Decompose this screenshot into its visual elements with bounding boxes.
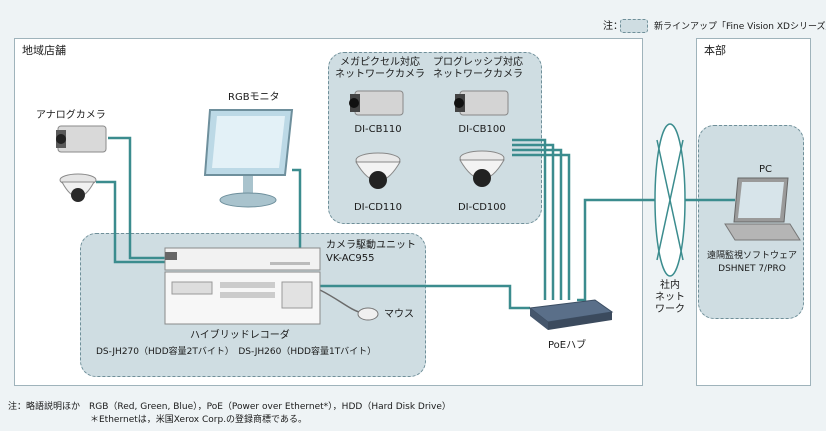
mouse-label: マウス — [384, 309, 414, 320]
analog-camera-line-2 — [96, 180, 168, 264]
cam-line-1 — [512, 138, 547, 300]
poe-hub-icon — [528, 299, 614, 330]
network-label: 社内 ネット ワーク — [655, 280, 685, 315]
analog-camera-line-1 — [108, 136, 168, 260]
network-shape — [654, 123, 686, 277]
cam-line-3 — [512, 148, 563, 300]
footnote-line-2: ＊Ethernetは，米国Xerox Corp.の登録商標である。 — [90, 415, 307, 425]
mega-dome-camera-icon — [355, 152, 401, 189]
footnote-line-1: 注：略語説明ほか RGB（Red, Green, Blue），PoE（Power… — [8, 402, 451, 412]
hub-network-line — [577, 198, 655, 302]
mouse-icon — [357, 307, 379, 321]
legend-swatch — [620, 19, 648, 33]
hybrid-recorder-icon — [164, 271, 321, 325]
cam-label-cd110: DI-CD110 — [353, 202, 403, 213]
store-title: 地域店舗 — [22, 44, 66, 57]
pc-laptop-icon — [724, 177, 801, 241]
prog-camera-label: プログレッシブ対応 ネットワークカメラ — [433, 57, 523, 80]
camera-unit-icon — [164, 247, 321, 271]
software-label: 遠隔監視ソフトウェア — [706, 251, 798, 261]
unit-model: VK-AC955 — [326, 253, 375, 264]
legend-prefix: 注： — [603, 21, 623, 32]
cam-label-cb110: DI-CB110 — [354, 124, 402, 135]
rgb-monitor-line — [292, 168, 315, 259]
poe-hub-label: PoEハブ — [548, 340, 587, 351]
mega-camera-label: メガピクセル対応 ネットワークカメラ — [335, 57, 425, 80]
hq-title: 本部 — [704, 44, 726, 57]
analog-box-camera-icon — [56, 125, 107, 153]
prog-box-camera-icon — [454, 90, 509, 116]
recorder-title: ハイブリッドレコーダ — [190, 330, 290, 341]
unit-title: カメラ駆動ユニット — [326, 240, 416, 251]
recorder-models: DS-JH270（HDD容量2Tバイト） DS-JH260（HDD容量1Tバイト… — [96, 347, 377, 357]
analog-dome-camera-icon — [59, 173, 97, 202]
prog-dome-camera-icon — [459, 150, 505, 187]
legend-text: 新ラインアップ「Fine Vision XDシリーズ」 — [654, 22, 826, 32]
pc-label: PC — [759, 164, 773, 175]
recorder-hub-line — [320, 284, 530, 310]
cam-line-4 — [512, 153, 571, 300]
mouse-cable — [319, 289, 363, 314]
mega-box-camera-icon — [349, 90, 404, 116]
network-camera-region — [328, 52, 542, 224]
analog-camera-label: アナログカメラ — [36, 110, 106, 121]
rgb-monitor-label: RGBモニタ — [228, 92, 280, 103]
cam-label-cb100: DI-CB100 — [458, 124, 506, 135]
rgb-monitor-icon — [203, 109, 294, 208]
cam-label-cd100: DI-CD100 — [457, 202, 507, 213]
cam-line-2 — [512, 143, 555, 300]
software-name: DSHNET 7/PRO — [718, 264, 786, 274]
